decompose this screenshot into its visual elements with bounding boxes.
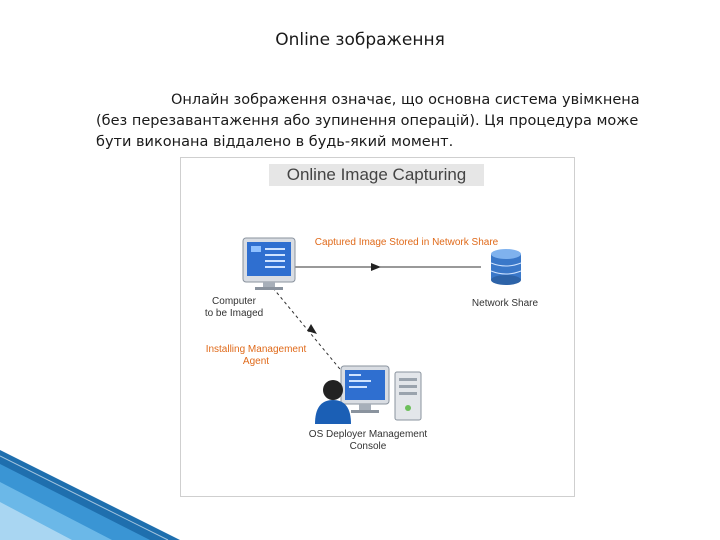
diagram-figure: Online Image Capturing <box>180 157 575 497</box>
computer-label-line2: to be Imaged <box>204 308 264 319</box>
network-share-label: Network Share <box>471 298 539 309</box>
diagram-title: Online Image Capturing <box>269 164 484 186</box>
agent-label-line2: Agent <box>242 356 270 367</box>
console-label-line1: OS Deployer Management <box>308 429 428 440</box>
slide-title: Online зображення <box>275 30 445 50</box>
console-monitor-icon <box>340 365 390 413</box>
capture-connector <box>293 263 481 271</box>
server-tower-icon <box>394 371 422 421</box>
corner-decoration <box>0 450 180 540</box>
computer-label-line1: Computer <box>212 296 256 307</box>
slide-paragraph: Онлайн зображення означає, що основна си… <box>96 92 640 150</box>
diagram-graphics <box>242 237 522 424</box>
person-icon <box>315 380 351 424</box>
agent-connector <box>272 287 350 381</box>
agent-label-line1: Installing Management <box>205 344 307 355</box>
captured-label: Captured Image Stored in Network Share <box>314 237 499 248</box>
database-icon <box>490 249 522 285</box>
computer-monitor-icon <box>242 237 296 290</box>
console-label-line2: Console <box>349 441 387 452</box>
